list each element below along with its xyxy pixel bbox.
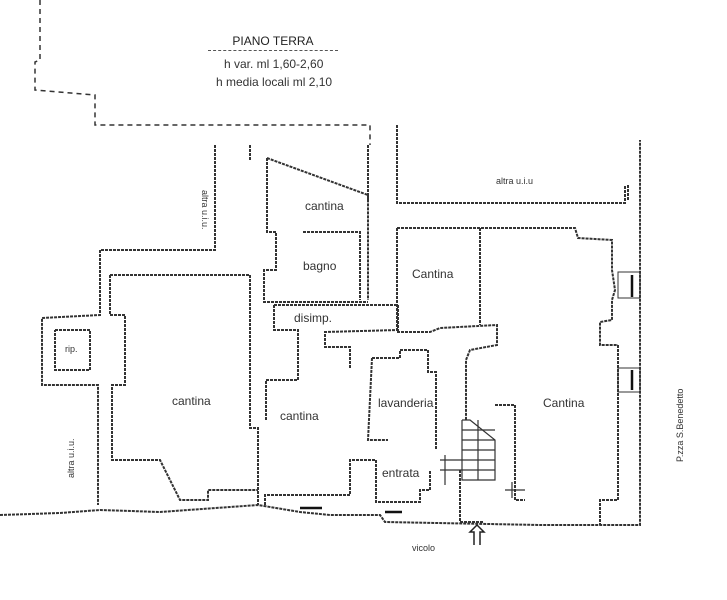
label-vicolo: vicolo <box>412 543 436 553</box>
room-label-disimp: disimp. <box>294 311 333 325</box>
entrance-arrow-icon <box>468 523 486 545</box>
label-piazza: P.zza S.Benedetto <box>675 388 685 462</box>
room-label-rip: rip. <box>65 344 78 354</box>
room-label-cantina-top: cantina <box>305 199 344 213</box>
label-altra-uiu-left-top: altra u.i.u. <box>200 190 210 230</box>
room-label-cantina-middle: cantina <box>280 409 319 423</box>
room-label-cantina-right: Cantina <box>543 396 585 410</box>
height-average: h media locali ml 2,10 <box>216 75 333 89</box>
stairs <box>440 419 525 498</box>
height-range: h var. ml 1,60-2,60 <box>224 57 324 71</box>
room-label-cantina-center-top: Cantina <box>412 267 454 281</box>
room-label-lavanderia: lavanderia <box>378 396 434 410</box>
windows <box>300 275 634 514</box>
room-label-cantina-left: cantina <box>172 394 211 408</box>
label-altra-uiu-left-bottom: altra u.i.u. <box>66 438 76 478</box>
label-altra-uiu-top-right: altra u.i.u <box>496 176 534 186</box>
room-label-entrata: entrata <box>382 466 420 480</box>
room-label-bagno: bagno <box>303 259 337 273</box>
plan-title: PIANO TERRA <box>208 34 338 51</box>
